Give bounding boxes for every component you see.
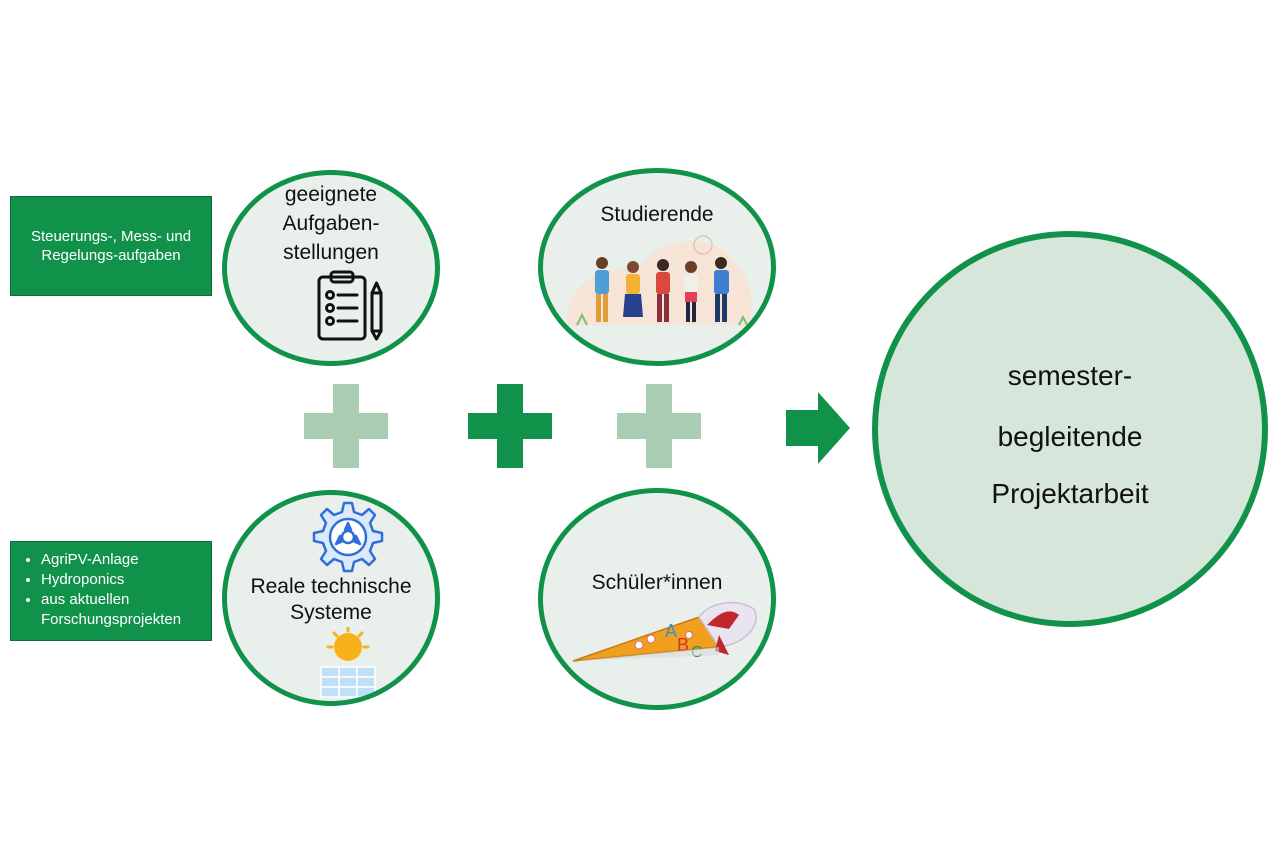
tasks-line-3: stellungen (283, 241, 379, 264)
systems-list-box: AgriPV-Anlage Hydroponics aus aktuellen … (10, 541, 212, 641)
students-label: Studierende (600, 203, 714, 226)
tasks-circle: geeignete Aufgaben- stellungen (222, 170, 440, 366)
systems-circle: Reale technische Systeme (222, 490, 440, 706)
result-line-3: Projektarbeit (991, 478, 1149, 509)
people-icon (567, 235, 752, 326)
school-cone-icon: A B C (572, 601, 757, 662)
gear-icon (312, 501, 384, 573)
systems-line-1: Reale technische (250, 575, 412, 598)
tasks-line-2: Aufgaben- (282, 212, 380, 235)
plus-icon (304, 384, 388, 468)
list-item: aus aktuellen Forschungsprojekten (41, 590, 205, 630)
plus-icon (468, 384, 552, 468)
pupils-circle: Schüler*innen A B C (538, 488, 776, 710)
list-item: AgriPV-Anlage (41, 550, 205, 570)
steuerung-box: Steuerungs-, Mess- und Regelungs-aufgabe… (10, 196, 212, 296)
cone-letter-a: A (665, 621, 677, 641)
cone-letter-b: B (677, 635, 689, 655)
list-item: Hydroponics (41, 570, 205, 590)
plus-icon (617, 384, 701, 468)
tasks-line-1: geeignete (284, 183, 378, 206)
systems-list: AgriPV-Anlage Hydroponics aus aktuellen … (19, 550, 205, 630)
students-circle: Studierende (538, 168, 776, 366)
clipboard-icon (317, 270, 383, 341)
result-line-1: semester- (1007, 360, 1133, 391)
systems-line-2: Systeme (290, 601, 372, 624)
solar-panel-icon (320, 627, 376, 698)
result-line-2: begleitende (997, 421, 1143, 452)
steuerung-text: Steuerungs-, Mess- und Regelungs-aufgabe… (30, 228, 192, 264)
result-circle: semester- begleitende Projektarbeit (872, 231, 1268, 627)
arrow-right-icon (786, 392, 850, 464)
pupils-label: Schüler*innen (591, 571, 723, 594)
